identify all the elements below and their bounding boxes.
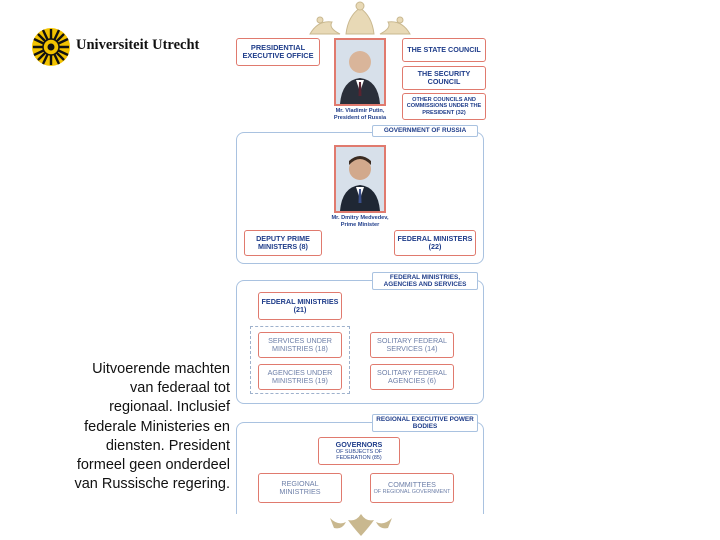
- president-portrait: [334, 38, 386, 106]
- org-chart: PRESIDENTIAL EXECUTIVE OFFICE Mr. Vladim…: [230, 0, 490, 540]
- prime-minister-portrait: [334, 145, 386, 213]
- regional-ministries-label: REGIONAL MINISTRIES: [279, 478, 321, 496]
- services-under-label: SERVICES UNDER MINISTRIES (18): [268, 335, 332, 353]
- federal-ministries-header-label: FEDERAL MINISTRIES, AGENCIES AND SERVICE…: [383, 273, 467, 288]
- caption-line: van federaal tot: [130, 380, 230, 397]
- caption-text: Uitvoerende machten van federaal tot reg…: [40, 360, 230, 494]
- person-silhouette-icon: [336, 40, 384, 104]
- caption-line: regionaal. Inclusief: [109, 399, 230, 416]
- solitary-federal-services-box: SOLITARY FEDERAL SERVICES (14): [370, 332, 454, 358]
- regional-ministries-box: REGIONAL MINISTRIES: [258, 473, 342, 503]
- agencies-under-label: AGENCIES UNDER MINISTRIES (19): [267, 367, 333, 385]
- solitary-federal-agencies-box: SOLITARY FEDERAL AGENCIES (6): [370, 364, 454, 390]
- person-silhouette-icon: [336, 147, 384, 211]
- regional-header: REGIONAL EXECUTIVE POWER BODIES: [372, 414, 478, 432]
- committees-label: COMMITTEES: [388, 479, 436, 489]
- government-panel: [236, 132, 484, 264]
- other-councils-label: OTHER COUNCILS AND COMMISSIONS UNDER THE…: [406, 96, 482, 116]
- deputy-prime-ministers-box: DEPUTY PRIME MINISTERS (8): [244, 230, 322, 256]
- presidential-executive-office-box: PRESIDENTIAL EXECUTIVE OFFICE: [236, 38, 320, 66]
- governors-label: GOVERNORS: [335, 439, 383, 449]
- federal-ministers-box: FEDERAL MINISTERS (22): [394, 230, 476, 256]
- committees-sub-label: OF REGIONAL GOVERNMENT: [373, 489, 451, 496]
- caption-line: diensten. President: [105, 437, 230, 454]
- president-title: President of Russia: [333, 114, 387, 121]
- federal-ministries-panel: [236, 280, 484, 404]
- regional-panel: [236, 422, 484, 514]
- caption-line: van Russische regering.: [74, 476, 230, 493]
- university-logo: Universiteit Utrecht: [30, 26, 220, 68]
- bottom-ornament-icon: [330, 514, 392, 536]
- other-councils-box: OTHER COUNCILS AND COMMISSIONS UNDER THE…: [402, 93, 486, 120]
- sun-emblem-icon: [32, 28, 70, 66]
- federal-ministries-label: FEDERAL MINISTRIES (21): [261, 296, 339, 314]
- caption-line: federale Ministeries en: [84, 418, 230, 435]
- state-council-label: THE STATE COUNCIL: [407, 44, 481, 54]
- prime-minister-name: Mr. Dmitry Medvedev,: [331, 215, 389, 221]
- federal-ministries-box: FEDERAL MINISTRIES (21): [258, 292, 342, 320]
- services-under-ministries-box: SERVICES UNDER MINISTRIES (18): [258, 332, 342, 358]
- security-council-label: THE SECURITY COUNCIL: [417, 68, 471, 86]
- governors-box: GOVERNORS OF SUBJECTS OF FEDERATION (85): [318, 437, 400, 465]
- governors-sub-label: OF SUBJECTS OF FEDERATION (85): [335, 449, 383, 462]
- solitary-services-label: SOLITARY FEDERAL SERVICES (14): [377, 335, 447, 353]
- president-caption: Mr. Vladimir Putin, President of Russia: [324, 108, 396, 121]
- security-council-box: THE SECURITY COUNCIL: [402, 66, 486, 90]
- solitary-agencies-label: SOLITARY FEDERAL AGENCIES (6): [377, 367, 447, 385]
- government-header-label: GOVERNMENT OF RUSSIA: [383, 127, 467, 135]
- under-ministries-group: [250, 326, 350, 394]
- federal-ministers-label: FEDERAL MINISTERS (22): [397, 233, 473, 251]
- agencies-under-ministries-box: AGENCIES UNDER MINISTRIES (19): [258, 364, 342, 390]
- presidential-office-label: PRESIDENTIAL EXECUTIVE OFFICE: [242, 42, 314, 60]
- prime-minister-title: Prime Minister: [340, 221, 380, 228]
- state-council-box: THE STATE COUNCIL: [402, 38, 486, 62]
- caption-line: formeel geen onderdeel: [76, 457, 230, 474]
- federal-ministries-header: FEDERAL MINISTRIES, AGENCIES AND SERVICE…: [372, 272, 478, 290]
- caption-line: Uitvoerende machten: [92, 361, 230, 377]
- crown-ornament-icon: [309, 1, 411, 35]
- deputy-pm-label: DEPUTY PRIME MINISTERS (8): [256, 233, 310, 251]
- committees-box: COMMITTEES OF REGIONAL GOVERNMENT: [370, 473, 454, 503]
- regional-header-label: REGIONAL EXECUTIVE POWER BODIES: [376, 415, 474, 430]
- logo-text: Universiteit Utrecht: [76, 37, 200, 53]
- government-header: GOVERNMENT OF RUSSIA: [372, 125, 478, 137]
- president-name: Mr. Vladimir Putin,: [335, 108, 385, 114]
- prime-minister-caption: Mr. Dmitry Medvedev, Prime Minister: [324, 215, 396, 228]
